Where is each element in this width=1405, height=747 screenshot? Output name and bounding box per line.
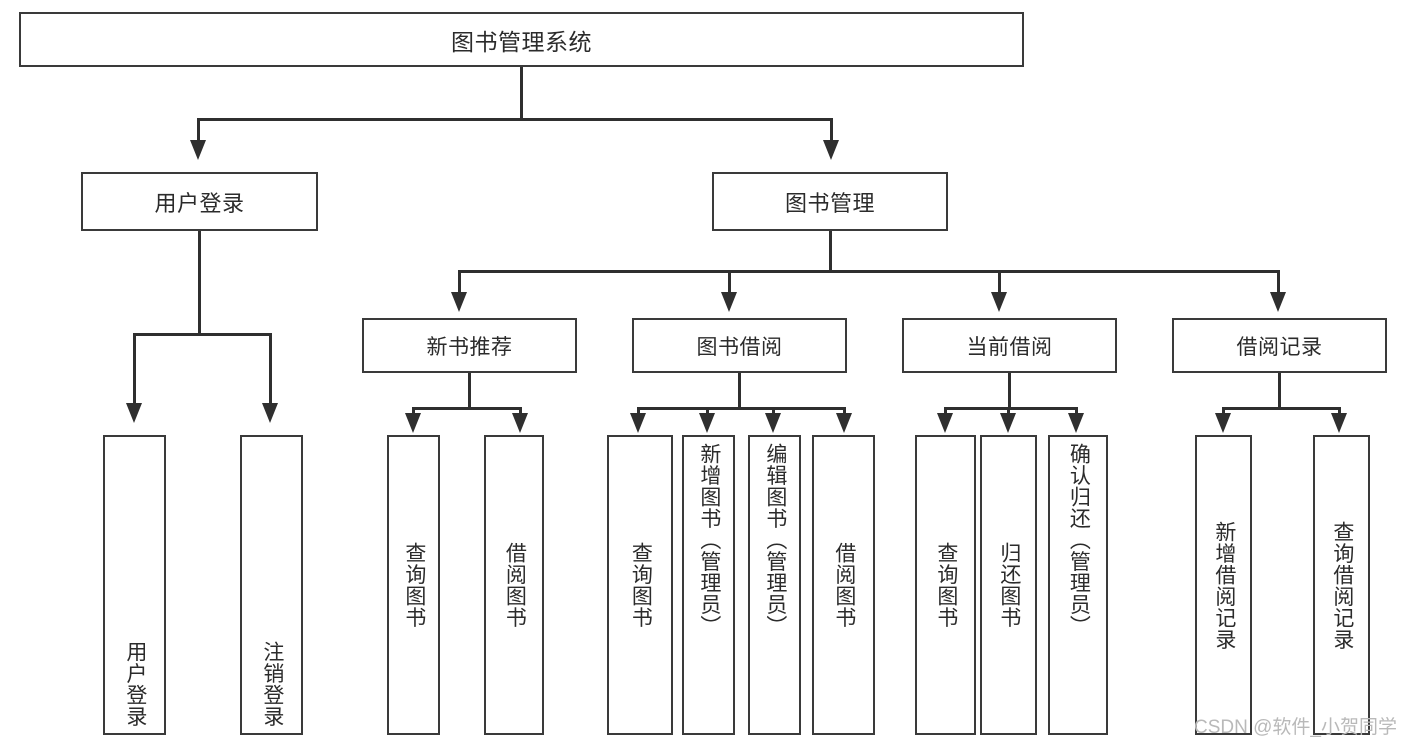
node-label: 当前借阅 xyxy=(966,335,1053,359)
arrow-to-book-borrow xyxy=(721,292,737,312)
connector-user-login-stem xyxy=(198,231,201,335)
arrow-to-user-login xyxy=(190,140,206,160)
arrow-bb-leaf-2 xyxy=(699,413,715,433)
arrow-bb-leaf-3 xyxy=(765,413,781,433)
arrow-to-leaf-logout xyxy=(262,403,278,423)
connector-bb-drop-2 xyxy=(706,407,709,417)
connector-bm-drop-4 xyxy=(1277,270,1280,294)
connector-nbr-drop-1 xyxy=(412,407,415,417)
node-book-borrow[interactable]: 图书借阅 xyxy=(632,318,847,373)
leaf-user-login[interactable]: 用户登录 xyxy=(103,435,166,735)
leaf-borrow-book-nbr[interactable]: 借阅图书 xyxy=(484,435,544,735)
leaf-search-book-cb[interactable]: 查询图书 xyxy=(915,435,976,735)
node-book-management[interactable]: 图书管理 xyxy=(712,172,948,231)
leaf-label: 归还图书 xyxy=(997,542,1021,628)
connector-bm-drop-3 xyxy=(998,270,1001,294)
connector-bm-drop-2 xyxy=(728,270,731,294)
arrow-to-borrow-record xyxy=(1270,292,1286,312)
connector-root-drop-right xyxy=(830,118,833,142)
node-label: 图书管理系统 xyxy=(451,28,592,55)
leaf-label: 查询借阅记录 xyxy=(1330,520,1354,650)
connector-nbr-stem xyxy=(468,373,471,409)
node-label: 新书推荐 xyxy=(426,335,513,359)
node-label: 图书管理 xyxy=(784,190,875,216)
leaf-search-book-nbr[interactable]: 查询图书 xyxy=(387,435,440,735)
connector-br-drop-2 xyxy=(1338,407,1341,417)
connector-bb-bar xyxy=(637,407,846,410)
connector-bm-drop-1 xyxy=(458,270,461,294)
leaf-label: 新增图书（管理员） xyxy=(697,443,721,637)
leaf-search-borrow-record[interactable]: 查询借阅记录 xyxy=(1313,435,1370,735)
connector-book-management-stem xyxy=(829,231,832,272)
leaf-label: 确认归还（管理员） xyxy=(1067,443,1091,637)
leaf-confirm-return-admin[interactable]: 确认归还（管理员） xyxy=(1048,435,1108,735)
leaf-label: 新增借阅记录 xyxy=(1212,520,1236,650)
connector-cb-bar xyxy=(944,407,1078,410)
arrow-to-new-book-recommend xyxy=(451,292,467,312)
leaf-label: 借阅图书 xyxy=(832,542,856,628)
connector-root-drop-left xyxy=(197,118,200,142)
node-label: 图书借阅 xyxy=(696,335,783,359)
arrow-br-leaf-1 xyxy=(1215,413,1231,433)
leaf-add-borrow-record[interactable]: 新增借阅记录 xyxy=(1195,435,1252,735)
arrow-to-current-borrow xyxy=(991,292,1007,312)
arrow-cb-leaf-2 xyxy=(1000,413,1016,433)
leaf-label: 用户登录 xyxy=(123,641,147,727)
arrow-cb-leaf-3 xyxy=(1068,413,1084,433)
arrow-br-leaf-2 xyxy=(1331,413,1347,433)
connector-br-stem xyxy=(1278,373,1281,409)
leaf-label: 编辑图书（管理员） xyxy=(763,443,787,637)
leaf-search-book-bb[interactable]: 查询图书 xyxy=(607,435,673,735)
leaf-add-book-admin[interactable]: 新增图书（管理员） xyxy=(682,435,735,735)
connector-root-stem xyxy=(520,67,523,119)
connector-bb-drop-4 xyxy=(843,407,846,417)
leaf-label: 注销登录 xyxy=(260,641,284,727)
node-new-book-recommend[interactable]: 新书推荐 xyxy=(362,318,577,373)
node-borrow-record[interactable]: 借阅记录 xyxy=(1172,318,1387,373)
connector-cb-drop-3 xyxy=(1075,407,1078,417)
connector-cb-drop-1 xyxy=(944,407,947,417)
leaf-logout[interactable]: 注销登录 xyxy=(240,435,303,735)
arrow-bb-leaf-1 xyxy=(630,413,646,433)
leaf-borrow-book-bb[interactable]: 借阅图书 xyxy=(812,435,875,735)
node-label: 借阅记录 xyxy=(1236,335,1323,359)
connector-nbr-drop-2 xyxy=(519,407,522,417)
connector-user-login-drop-1 xyxy=(133,333,136,405)
arrow-nbr-leaf-1 xyxy=(405,413,421,433)
connector-user-login-bar xyxy=(133,333,271,336)
arrow-nbr-leaf-2 xyxy=(512,413,528,433)
connector-cb-drop-2 xyxy=(1007,407,1010,417)
arrow-to-book-management xyxy=(823,140,839,160)
arrow-bb-leaf-4 xyxy=(836,413,852,433)
arrow-cb-leaf-1 xyxy=(937,413,953,433)
connector-br-drop-1 xyxy=(1222,407,1225,417)
connector-user-login-drop-2 xyxy=(269,333,272,405)
leaf-edit-book-admin[interactable]: 编辑图书（管理员） xyxy=(748,435,801,735)
connector-bb-drop-1 xyxy=(637,407,640,417)
arrow-to-leaf-user-login xyxy=(126,403,142,423)
connector-cb-stem xyxy=(1008,373,1011,409)
connector-book-management-bar xyxy=(458,270,1280,273)
node-root-book-management-system[interactable]: 图书管理系统 xyxy=(19,12,1024,67)
node-user-login[interactable]: 用户登录 xyxy=(81,172,318,231)
node-label: 用户登录 xyxy=(154,190,245,216)
connector-bb-stem xyxy=(738,373,741,409)
connector-nbr-bar xyxy=(412,407,522,410)
leaf-label: 查询图书 xyxy=(402,542,426,628)
connector-br-bar xyxy=(1222,407,1341,410)
leaf-label: 查询图书 xyxy=(934,542,958,628)
leaf-label: 借阅图书 xyxy=(503,542,527,628)
node-current-borrow[interactable]: 当前借阅 xyxy=(902,318,1117,373)
leaf-label: 查询图书 xyxy=(629,542,653,628)
connector-bb-drop-3 xyxy=(772,407,775,417)
connector-root-bar xyxy=(197,118,833,121)
leaf-return-book[interactable]: 归还图书 xyxy=(980,435,1037,735)
